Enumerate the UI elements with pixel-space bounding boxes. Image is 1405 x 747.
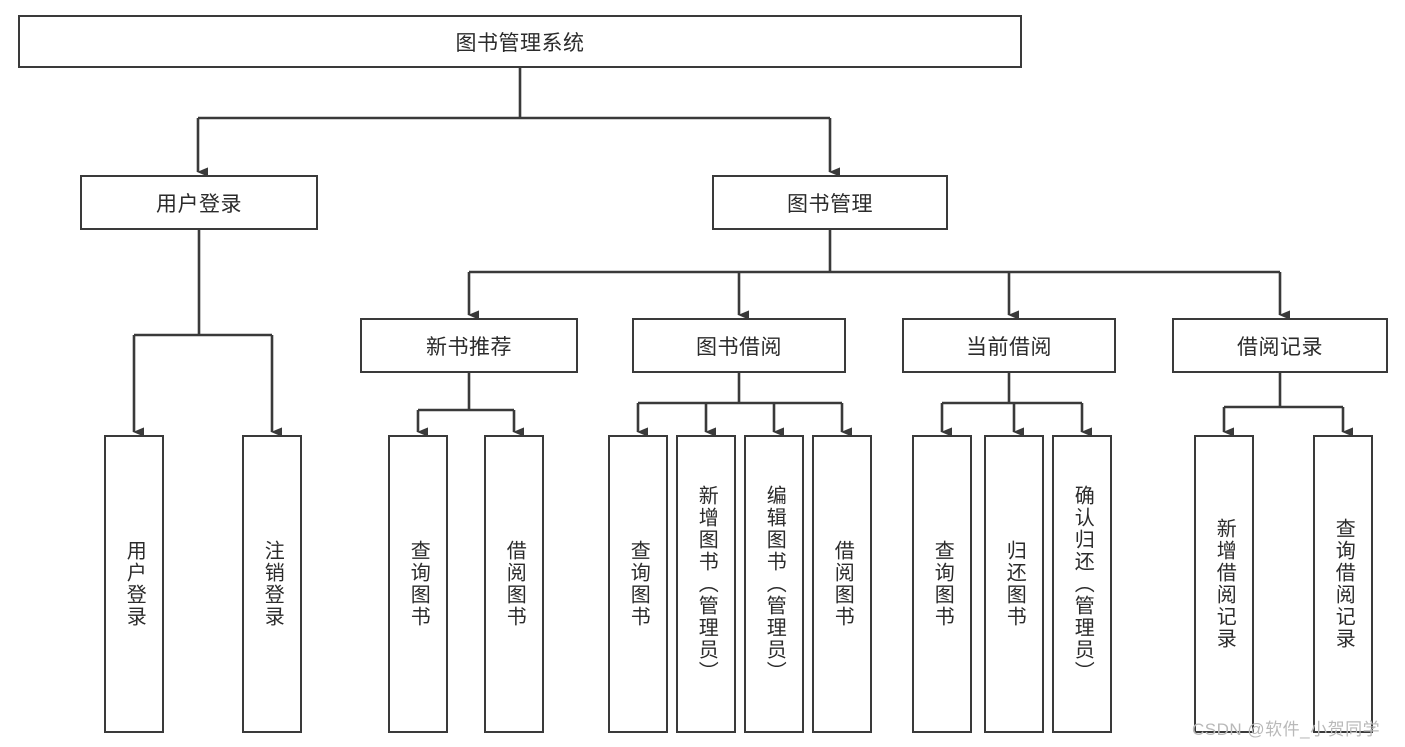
leaf-label: 归还图书 bbox=[1003, 540, 1026, 628]
leaf-query-book-2[interactable]: 查询图书 bbox=[608, 435, 668, 733]
leaf-label: 注销登录 bbox=[261, 540, 284, 628]
leaf-edit-book[interactable]: 编辑图书（管理员） bbox=[744, 435, 804, 733]
node-new-book-recommend[interactable]: 新书推荐 bbox=[360, 318, 578, 373]
leaf-borrow-book-1[interactable]: 借阅图书 bbox=[484, 435, 544, 733]
leaf-label: 借阅图书 bbox=[503, 540, 526, 628]
leaf-label: 新增借阅记录 bbox=[1213, 518, 1236, 650]
leaf-label: 编辑图书（管理员） bbox=[763, 485, 786, 683]
node-borrow-record[interactable]: 借阅记录 bbox=[1172, 318, 1388, 373]
leaf-label: 新增图书（管理员） bbox=[695, 485, 718, 683]
node-current-borrow[interactable]: 当前借阅 bbox=[902, 318, 1116, 373]
leaf-logout[interactable]: 注销登录 bbox=[242, 435, 302, 733]
leaf-label: 查询图书 bbox=[407, 540, 430, 628]
node-book-borrow[interactable]: 图书借阅 bbox=[632, 318, 846, 373]
leaf-user-login[interactable]: 用户登录 bbox=[104, 435, 164, 733]
leaf-label: 用户登录 bbox=[123, 540, 146, 628]
leaf-label: 借阅图书 bbox=[831, 540, 854, 628]
leaf-label: 确认归还（管理员） bbox=[1071, 485, 1094, 683]
leaf-query-book-1[interactable]: 查询图书 bbox=[388, 435, 448, 733]
node-book-manage[interactable]: 图书管理 bbox=[712, 175, 948, 230]
leaf-label: 查询图书 bbox=[627, 540, 650, 628]
csdn-watermark: CSDN @软件_小贺同学 bbox=[1192, 720, 1381, 739]
leaf-return-book[interactable]: 归还图书 bbox=[984, 435, 1044, 733]
leaf-query-book-3[interactable]: 查询图书 bbox=[912, 435, 972, 733]
node-user-login[interactable]: 用户登录 bbox=[80, 175, 318, 230]
leaf-query-record[interactable]: 查询借阅记录 bbox=[1313, 435, 1373, 733]
leaf-borrow-book-2[interactable]: 借阅图书 bbox=[812, 435, 872, 733]
leaf-label: 查询借阅记录 bbox=[1332, 518, 1355, 650]
leaf-confirm-return[interactable]: 确认归还（管理员） bbox=[1052, 435, 1112, 733]
node-root[interactable]: 图书管理系统 bbox=[18, 15, 1022, 68]
leaf-add-book[interactable]: 新增图书（管理员） bbox=[676, 435, 736, 733]
leaf-label: 查询图书 bbox=[931, 540, 954, 628]
leaf-add-record[interactable]: 新增借阅记录 bbox=[1194, 435, 1254, 733]
